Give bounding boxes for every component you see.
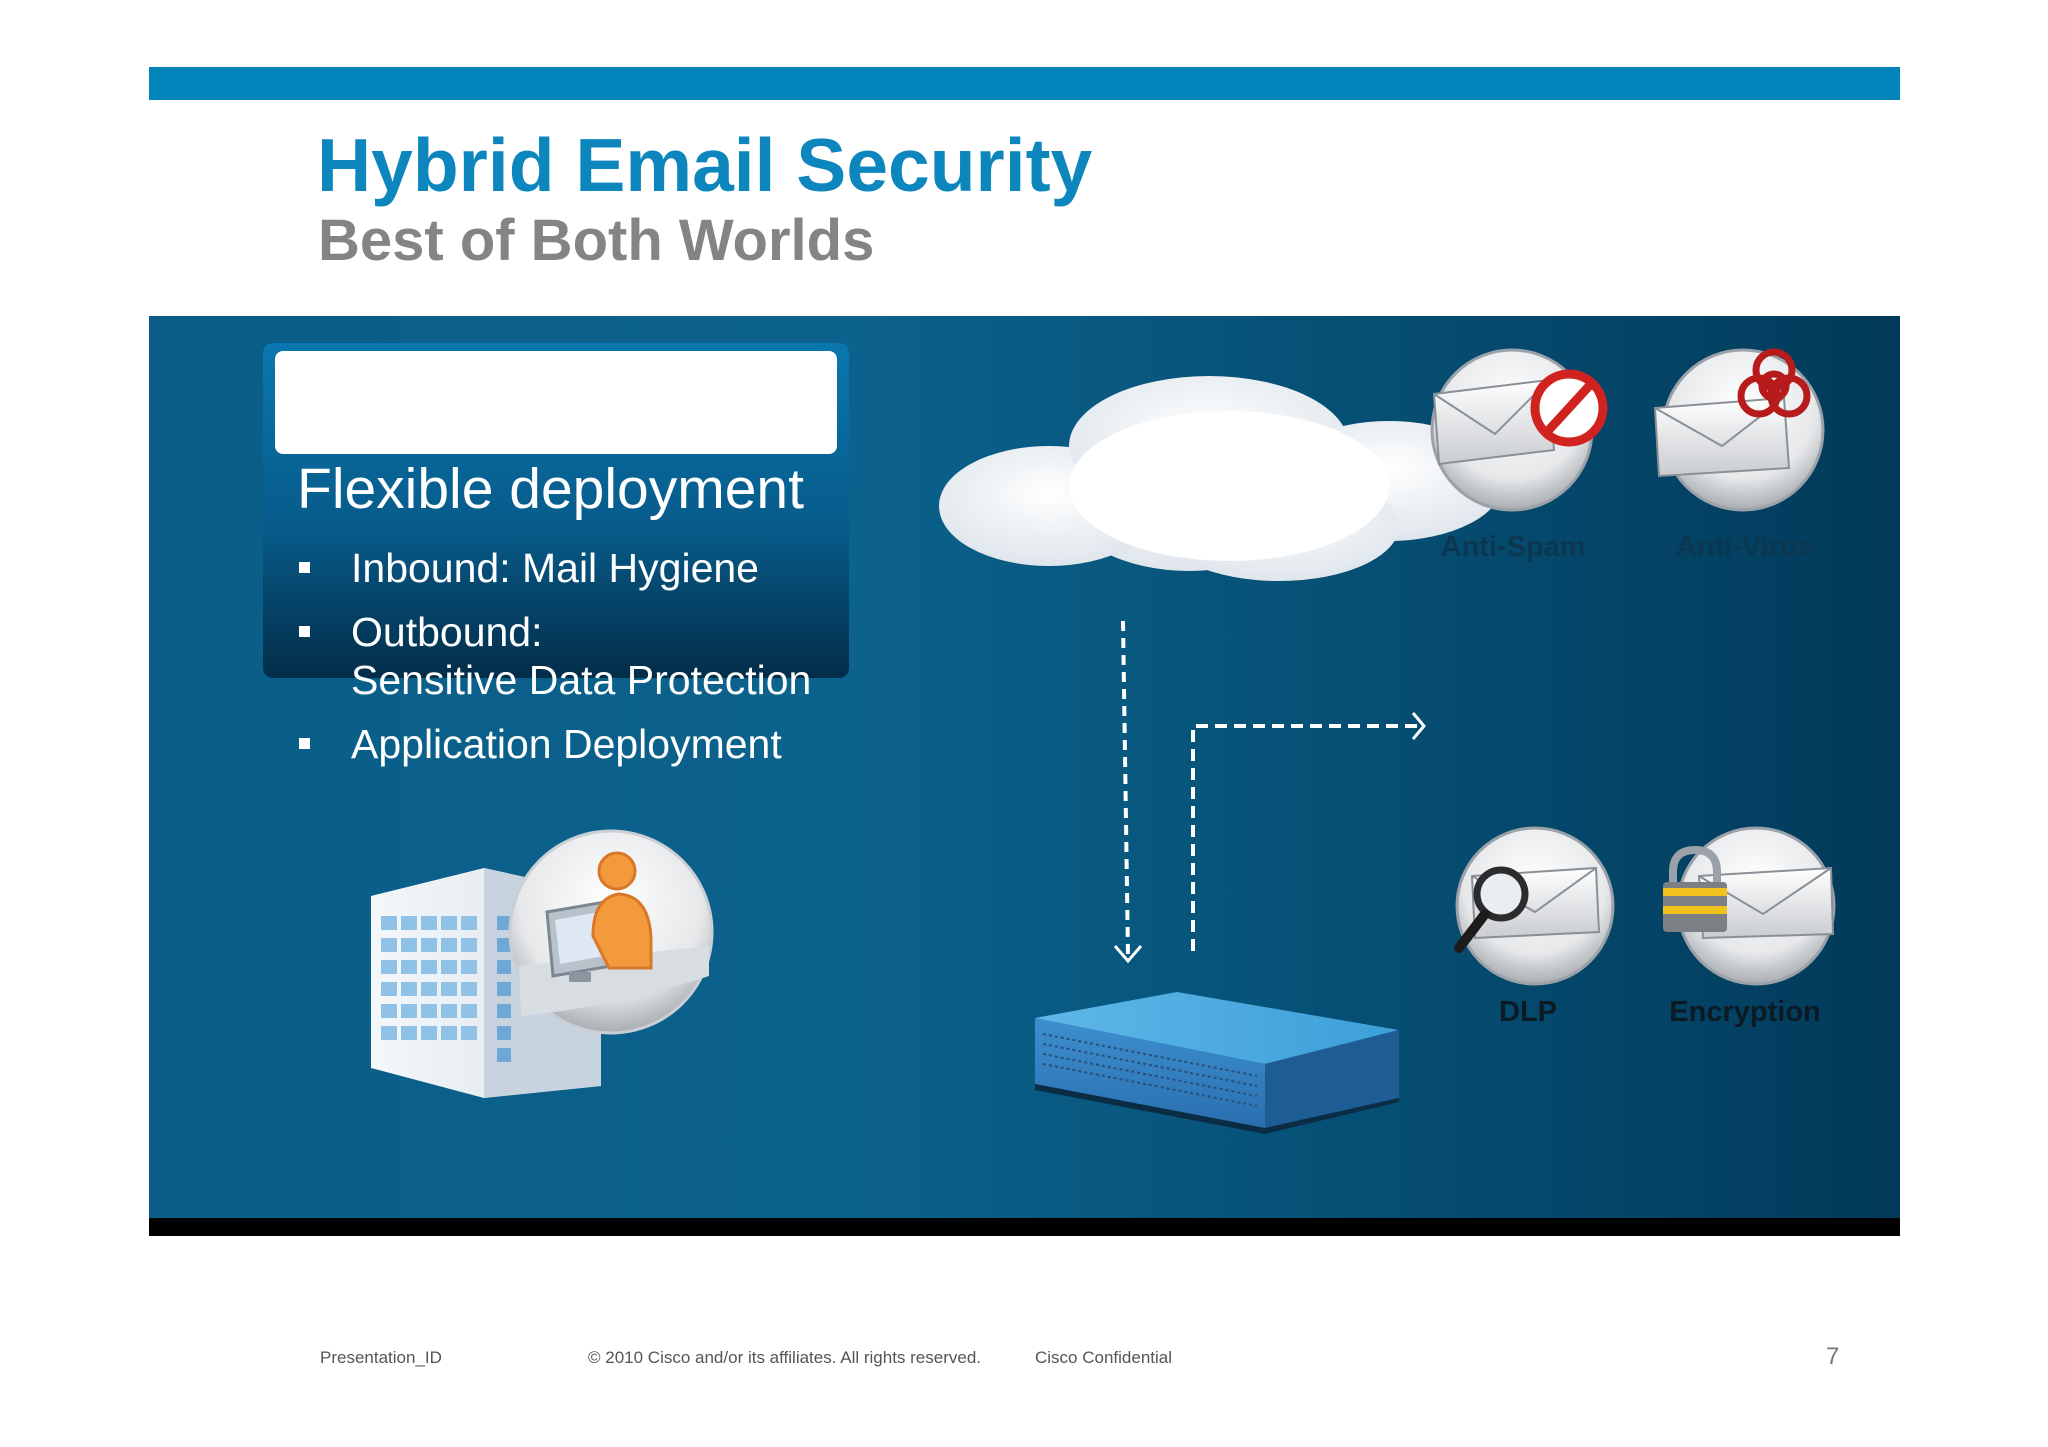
feature-item-outbound: Outbound: Sensitive Data Protection [297, 608, 811, 704]
dlp-icon [1454, 826, 1615, 986]
feature-item-application: Application Deployment [297, 720, 811, 768]
diagram-stage: Flexible deployment Inbound: Mail Hygien… [149, 316, 1900, 1218]
bullet-marker [299, 738, 310, 749]
footer-confidential: Cisco Confidential [1035, 1348, 1173, 1367]
diagram-graphics [371, 348, 1836, 1134]
page-title: Hybrid Email Security [317, 123, 1093, 207]
anti-spam-label: Anti-Spam [1440, 531, 1586, 563]
anti-virus-icon [1653, 348, 1825, 512]
feature-item-inbound: Inbound: Mail Hygiene [297, 544, 811, 592]
panel-highlight [275, 351, 837, 454]
feature-list: Inbound: Mail Hygiene Outbound: Sensitiv… [297, 544, 811, 784]
bullet-marker [299, 562, 310, 573]
dlp-label: DLP [1499, 996, 1557, 1028]
anti-virus-label: Anti-Virus [1675, 531, 1815, 563]
cloud-icon [939, 376, 1504, 581]
feature-item-label: Inbound: Mail Hygiene [351, 545, 759, 591]
page-number: 7 [1826, 1343, 1840, 1370]
page-subtitle: Best of Both Worlds [318, 208, 875, 273]
encryption-icon [1663, 826, 1836, 986]
user-workstation-icon [508, 829, 714, 1035]
footer-presentation-id: Presentation_ID [320, 1348, 442, 1367]
anti-spam-icon [1430, 348, 1608, 512]
feature-item-label: Application Deployment [351, 721, 782, 767]
panel-heading: Flexible deployment [297, 457, 804, 521]
feature-item-label: Outbound: Sensitive Data Protection [351, 609, 812, 703]
encryption-label: Encryption [1669, 996, 1821, 1028]
bullet-marker [299, 626, 310, 637]
mail-appliance-icon [1035, 992, 1399, 1134]
feature-panel [263, 343, 849, 678]
bottom-bar [149, 1218, 1900, 1236]
flow-arrows [1113, 620, 1426, 964]
top-accent-bar [149, 67, 1900, 100]
footer-copyright: © 2010 Cisco and/or its affiliates. All … [588, 1348, 982, 1367]
